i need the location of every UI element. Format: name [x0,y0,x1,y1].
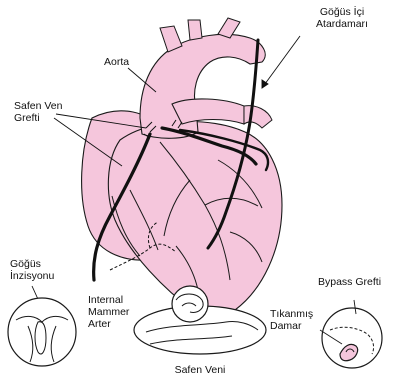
label-internal-thoracic-artery: Göğüs İçi Atardamarı [304,6,380,30]
label-chest-incision: Göğüs İnzisyonu [10,258,54,282]
label-aorta: Aorta [104,56,129,68]
label-blocked-vessel: Tıkanmış Damar [270,308,313,332]
chest-incision-inset [8,298,76,366]
pulmonary-artery [172,99,244,124]
label-bypass-graft: Bypass Grefti [318,276,381,288]
label-saphenous-vein: Safen Veni [160,364,240,376]
bypass-graft-inset [320,300,382,368]
label-saphenous-vein-graft: Safen Ven Grefti [14,100,62,124]
label-internal-mammary-artery: Internal Mammer Arter [88,294,129,330]
